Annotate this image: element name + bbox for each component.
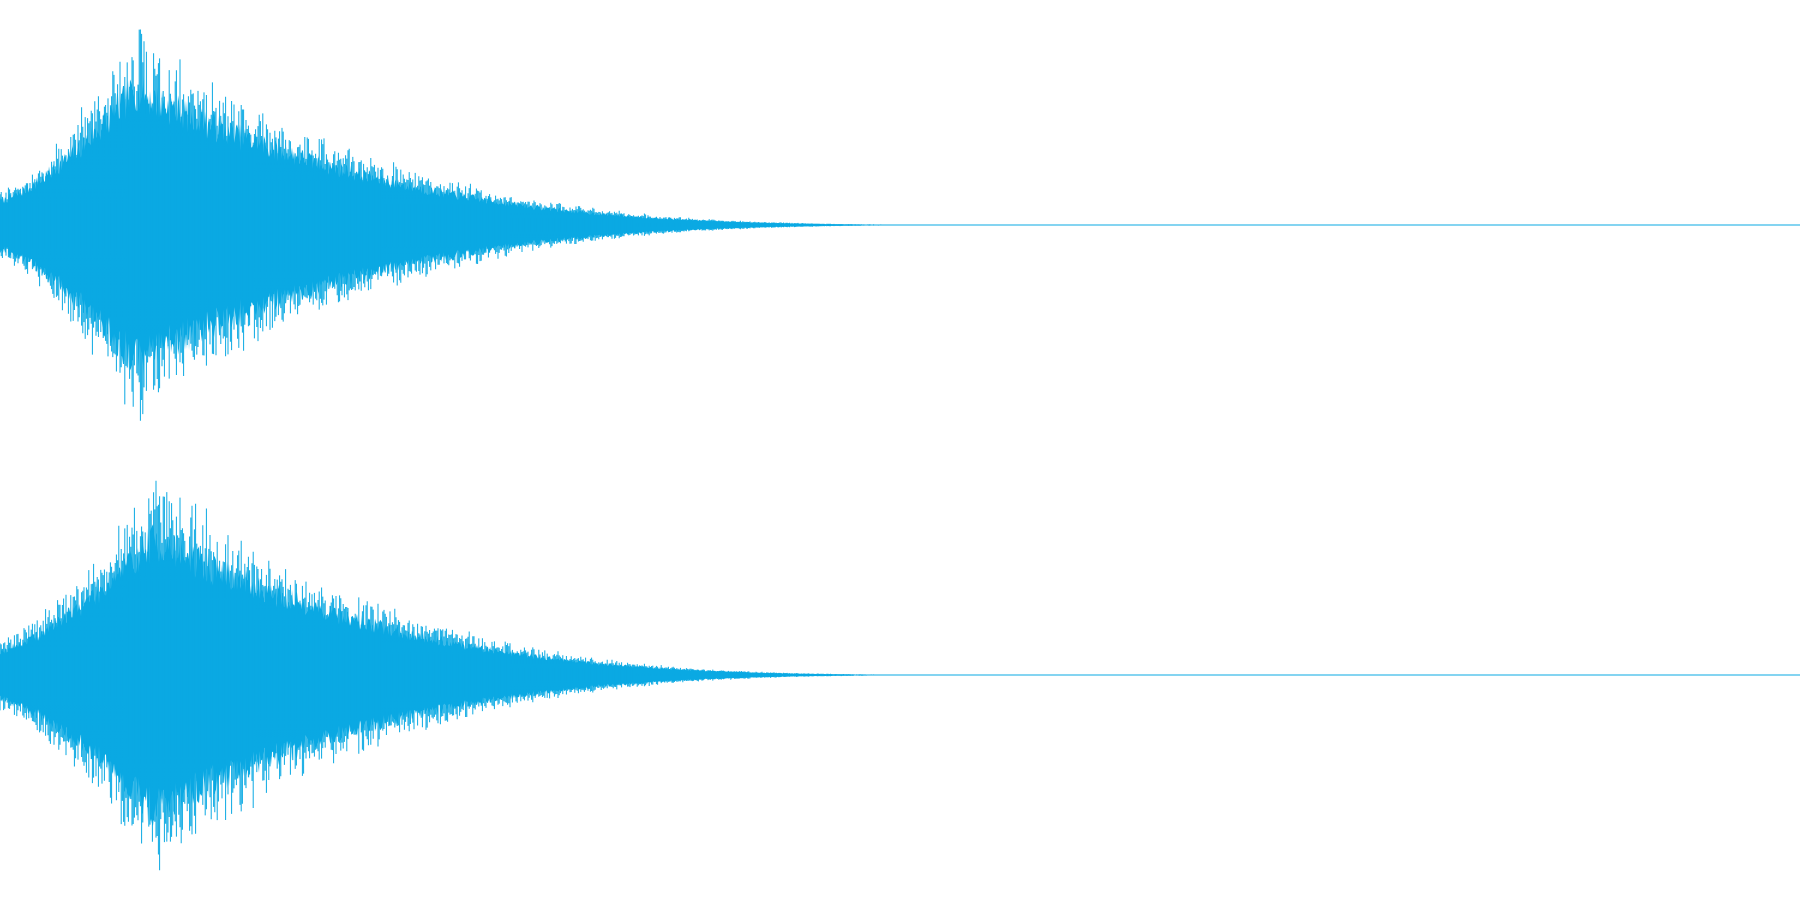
waveform-peaks xyxy=(0,29,961,421)
channel-1-waveform[interactable] xyxy=(0,29,1800,421)
channel-2-waveform[interactable] xyxy=(0,480,1800,871)
waveform-peaks xyxy=(0,480,951,871)
